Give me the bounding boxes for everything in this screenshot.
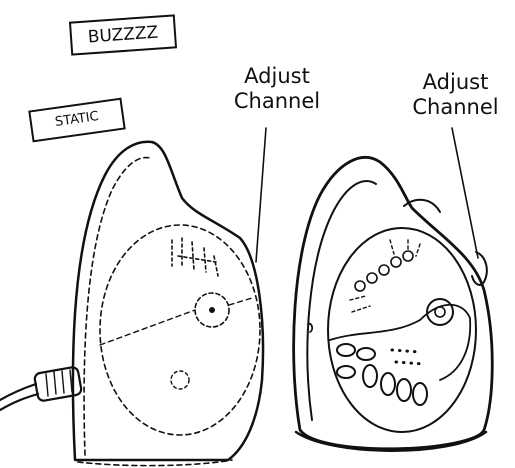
left-dial-center: [210, 308, 215, 313]
leader-line-right: [452, 128, 478, 258]
left-knob-line-right: [229, 298, 252, 305]
right-button-3: [337, 366, 355, 378]
right-buttons: [337, 344, 427, 405]
left-led-indicator: [171, 371, 189, 389]
right-button-6: [397, 379, 411, 401]
right-monitor-body: [294, 157, 493, 448]
cord-plug: [34, 366, 82, 401]
right-button-2: [357, 348, 375, 360]
cord-plug-ridges: [46, 370, 72, 396]
right-button-1: [337, 344, 355, 356]
left-baby-monitor: [73, 142, 263, 466]
right-monitor-face-divider: [330, 320, 420, 340]
left-monitor-body: [73, 142, 263, 460]
right-button-5: [381, 373, 395, 395]
cord-wire: [0, 384, 36, 400]
left-knob-line: [100, 310, 195, 345]
left-speaker-grille: [172, 238, 218, 276]
power-cord: [0, 366, 82, 410]
right-dial-knob-inner: [435, 307, 445, 317]
right-button-7: [413, 383, 427, 405]
right-speaker-holes: [355, 251, 413, 291]
right-baby-monitor: [294, 157, 493, 450]
right-mic-dots: [392, 350, 424, 364]
leader-line-left: [256, 128, 266, 262]
right-button-4: [363, 365, 377, 387]
